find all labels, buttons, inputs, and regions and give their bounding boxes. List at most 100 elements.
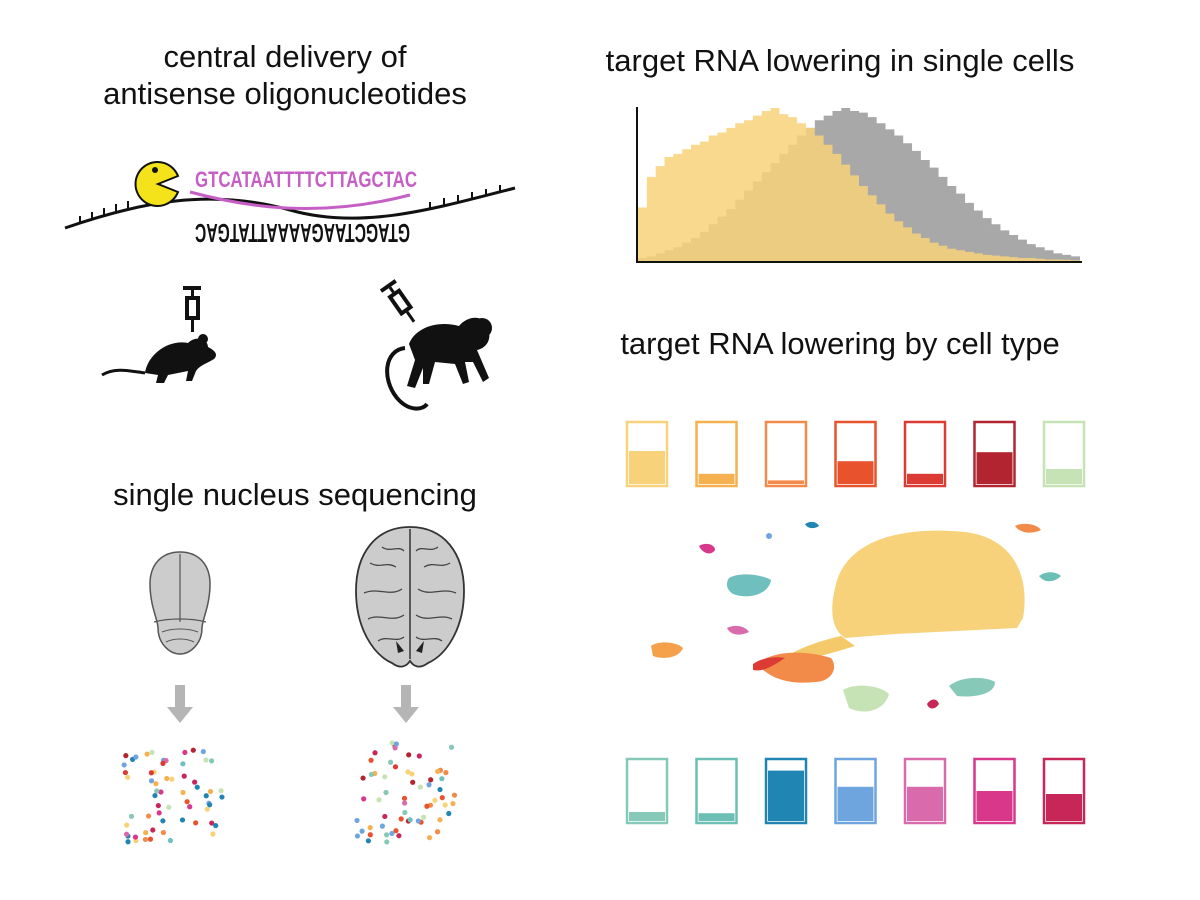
nucleus-dot: [450, 800, 456, 807]
nucleus-dot: [150, 827, 156, 833]
cell-type-bottom-box-2: [764, 757, 808, 825]
nucleus-dot: [155, 802, 161, 809]
nucleus-dot: [209, 820, 215, 826]
nucleus-dot: [415, 818, 421, 824]
dna-ticks: [79, 185, 501, 223]
syringe-icon: [183, 286, 201, 332]
nucleus-dot: [424, 803, 430, 809]
cell-type-bottom-box-6: [1042, 757, 1086, 825]
nucleus-dot: [209, 758, 215, 764]
nucleus-dot: [167, 837, 174, 844]
nucleus-dot: [368, 757, 374, 763]
nucleus-dot: [368, 771, 374, 778]
pacman-icon: [134, 161, 180, 207]
nucleus-dot: [402, 800, 408, 806]
nucleus-dot: [426, 835, 433, 841]
umap-cluster-orange-top: [1015, 523, 1041, 533]
nucleus-dot: [148, 778, 155, 784]
nucleus-dot: [213, 822, 219, 829]
mouse-brain-icon: [149, 551, 211, 655]
umap-cluster-teal-small: [1039, 572, 1061, 582]
nucleus-dot: [396, 833, 402, 839]
cell-type-bottom-box-5: [973, 757, 1016, 825]
nucleus-dot: [121, 762, 127, 768]
nucleus-dot: [160, 818, 166, 824]
nucleus-dot: [123, 753, 129, 759]
histogram-chart: [636, 107, 1082, 263]
nucleus-dot: [376, 797, 382, 803]
cell-type-top-fill-1: [698, 473, 735, 484]
nucleus-dot: [180, 789, 186, 796]
cell-type-bottom-box-0: [625, 757, 669, 825]
nucleus-dot: [180, 761, 186, 767]
monkey-icon: [385, 317, 492, 411]
nucleus-dot: [439, 795, 445, 801]
cell-type-top-fill-0: [629, 451, 665, 484]
nucleus-dot: [361, 796, 367, 802]
nucleus-dot: [190, 747, 196, 753]
nucleus-dot: [367, 825, 373, 831]
cell-type-top-fill-6: [1046, 469, 1082, 484]
nucleus-dot: [428, 777, 434, 783]
cell-type-bottom-box-4: [903, 757, 947, 825]
nucleus-dot: [402, 809, 408, 816]
nucleus-dot: [417, 784, 423, 790]
nucleus-dot: [367, 832, 373, 838]
syringe-icon: [379, 279, 416, 323]
cell-type-bottom-fill-3: [837, 786, 874, 821]
nucleus-dot: [194, 784, 200, 790]
umap-cluster-teal: [949, 677, 995, 697]
histogram-series-1: [638, 108, 1080, 261]
umap-cluster-oligodendrocytes: [832, 530, 1025, 638]
nucleus-dot: [392, 764, 399, 770]
cell-type-top-fill-4: [907, 473, 943, 484]
by-cell-type-title: target RNA lowering by cell type: [620, 326, 1060, 361]
nucleus-dot: [182, 749, 188, 756]
nucleus-dot: [154, 788, 160, 794]
nucleus-dot: [379, 823, 385, 829]
nucleus-dot: [179, 817, 186, 823]
nucleus-dot: [443, 770, 449, 776]
nucleus-dot: [432, 797, 438, 803]
nucleus-dot: [405, 769, 411, 775]
nucleus-dot: [187, 804, 193, 810]
cell-type-bars-bottom: [625, 757, 1086, 825]
nucleus-dot: [398, 816, 404, 822]
cell-type-top-box-3: [834, 420, 877, 488]
nucleus-dot: [207, 802, 213, 808]
nucleus-dot: [122, 769, 129, 776]
nucleus-dot: [219, 794, 225, 800]
nucleus-dot: [365, 838, 371, 844]
umap-plot: [651, 521, 1061, 712]
nucleus-dot: [128, 813, 135, 819]
umap-cluster-crimson: [927, 699, 939, 709]
nucleus-dot: [354, 817, 360, 824]
umap-cluster-lightblue: [766, 533, 772, 539]
nucleus-dot: [407, 817, 413, 823]
cell-type-bottom-fill-1: [698, 813, 735, 821]
nuclei-dots-primate: [354, 740, 458, 845]
nucleus-dot: [437, 817, 443, 823]
cell-type-top-box-5: [973, 420, 1016, 488]
nucleus-dot: [147, 836, 154, 842]
nucleus-dot: [203, 793, 209, 799]
down-arrow-icon: [167, 685, 193, 723]
nucleus-dot: [192, 779, 198, 785]
cell-type-top-box-0: [625, 420, 669, 488]
cell-type-top-box-4: [903, 420, 947, 488]
nucleus-dot: [448, 744, 455, 750]
nucleus-dot: [359, 828, 365, 834]
nucleus-dot: [437, 786, 443, 793]
nucleus-dot: [153, 781, 159, 787]
cell-type-top-fill-2: [768, 480, 804, 484]
dna-backbone: [64, 186, 516, 230]
nucleus-dot: [387, 759, 394, 765]
delivery-title: central delivery of antisense oligonucle…: [60, 38, 510, 112]
nucleus-dot: [392, 745, 398, 751]
nucleus-dot: [372, 750, 378, 756]
aso-sequence: GTCATAATTTTCTTAGCTAC: [195, 167, 417, 192]
delivery-title-line2: antisense oligonucleotides: [103, 76, 467, 111]
nucleus-dot: [193, 820, 199, 826]
cell-type-bottom-fill-6: [1046, 794, 1082, 821]
nucleus-dot: [354, 833, 361, 839]
